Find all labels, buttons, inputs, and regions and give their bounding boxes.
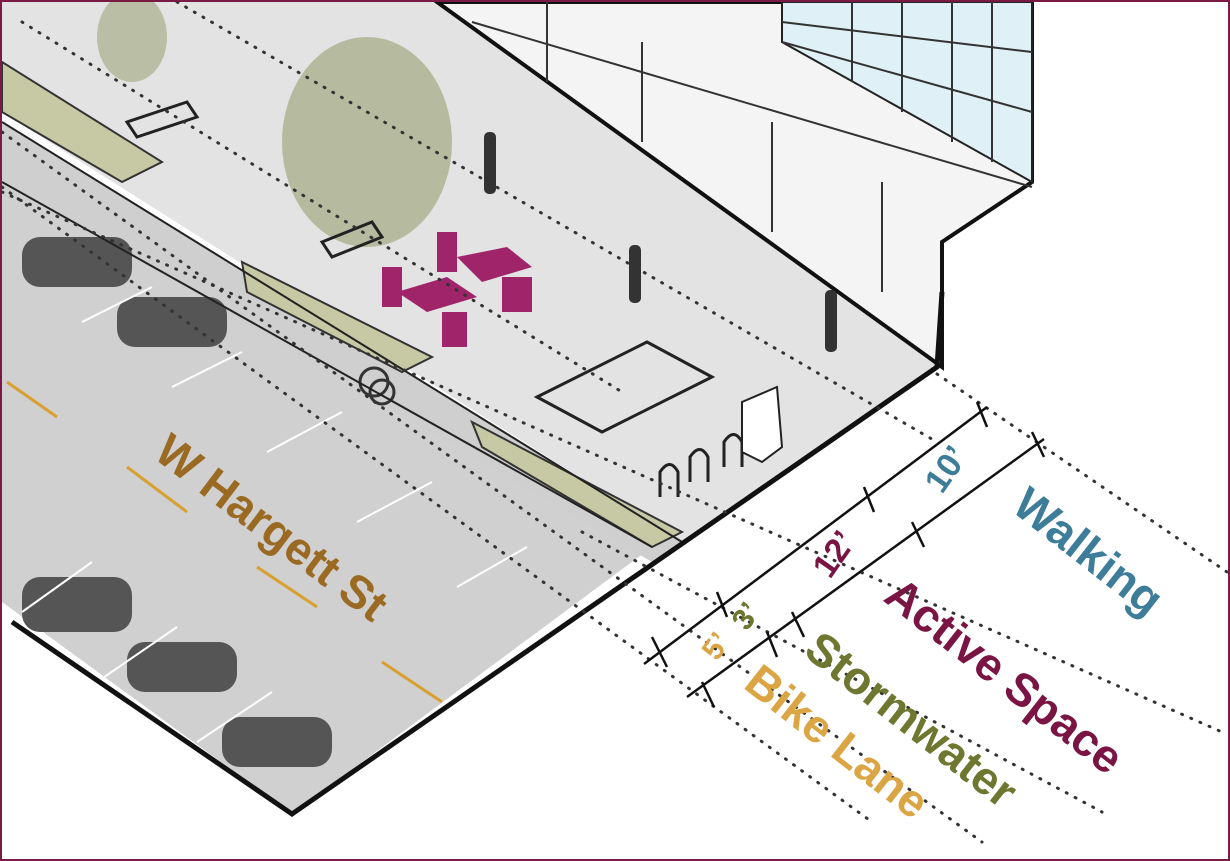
planter-stormwater [2, 60, 165, 184]
planter-stormwater [240, 260, 435, 374]
tree [97, 2, 167, 82]
tree [282, 37, 452, 247]
zone-boundary-dotted-lines [2, 2, 1228, 844]
window-grid [781, 2, 1033, 162]
walking-width-label: 10’ [917, 439, 975, 500]
walking-label: Walking [1004, 477, 1174, 625]
dimension-lines [643, 401, 1046, 708]
storefront-mullions [471, 2, 1033, 292]
yellow-centerline [6, 380, 443, 704]
curb-lines [2, 121, 683, 548]
parking-stall-lines [21, 286, 528, 743]
benches [124, 100, 716, 434]
stormwater-width-label: 3’ [726, 597, 767, 636]
section-edge [10, 291, 945, 818]
cafe-furniture [382, 232, 532, 347]
building-windows [781, 2, 1033, 184]
trash-can [741, 385, 784, 464]
parked-cars [22, 237, 332, 767]
